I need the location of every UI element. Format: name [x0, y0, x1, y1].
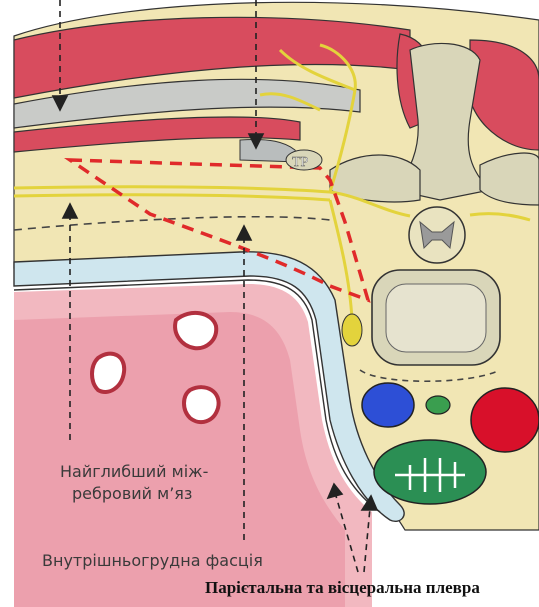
tp-label: TP [292, 155, 309, 170]
label-innermost-line1: Найглибший між- [60, 462, 208, 482]
label-endothoracic-fascia: Внутрішньогрудна фасція [42, 551, 263, 571]
label-pleura: Парієтальна та вісцеральна плевра [205, 578, 480, 598]
esophagus [374, 440, 486, 504]
azygos-vein [362, 383, 414, 427]
aorta [471, 388, 539, 452]
label-innermost-line2: ребровий м’яз [72, 484, 192, 504]
vertebral-body-cancellous [386, 284, 486, 352]
sympathetic-ganglion [342, 314, 362, 346]
thoracic-duct [426, 396, 450, 414]
bronchus-1 [175, 313, 216, 348]
bronchus-2 [92, 354, 124, 392]
bronchus-3 [184, 387, 219, 422]
